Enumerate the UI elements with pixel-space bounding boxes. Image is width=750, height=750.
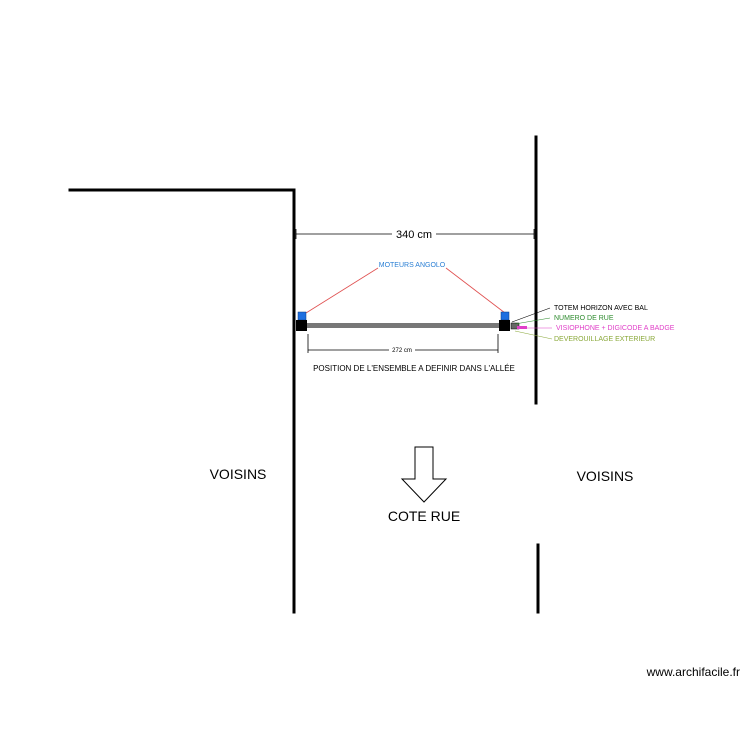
- visiophone-icon: [517, 326, 527, 329]
- dimension-main: 340 cm: [295, 229, 535, 241]
- neighbors-right-label: VOISINS: [577, 468, 634, 484]
- motors-callout: MOTEURS ANGOLO: [305, 262, 506, 314]
- equipment-callouts: TOTEM HORIZON AVEC BAL NUMERO DE RUE VIS…: [511, 305, 675, 343]
- arrow-down-icon: [400, 446, 448, 503]
- totem-label: TOTEM HORIZON AVEC BAL: [554, 305, 648, 312]
- unlock-label: DEVEROUILLAGE EXTERIEUR: [554, 336, 655, 343]
- position-note: POSITION DE L'ENSEMBLE A DEFINIR DANS L'…: [313, 364, 515, 373]
- post-right: [499, 320, 510, 331]
- dimension-main-label: 340 cm: [396, 229, 432, 241]
- motor-left-icon: [297, 311, 307, 321]
- left-wall: [68, 188, 296, 614]
- watermark: www.archifacile.fr: [646, 665, 740, 679]
- gate-assembly: [296, 311, 527, 331]
- neighbors-left-label: VOISINS: [210, 466, 267, 482]
- motor-right-icon: [500, 311, 510, 321]
- motor-leader-left: [305, 267, 379, 314]
- motor-leader-right: [445, 267, 506, 314]
- street-side-label: COTE RUE: [388, 508, 460, 524]
- dimension-gate: 272 cm: [307, 334, 499, 354]
- walls: [68, 135, 540, 614]
- post-left: [296, 320, 307, 331]
- gate-bar: [303, 323, 505, 328]
- visiophone-label: VISIOPHONE + DIGICODE A BADGE: [556, 325, 675, 332]
- motors-label: MOTEURS ANGOLO: [379, 262, 446, 269]
- dimension-gate-label: 272 cm: [392, 348, 412, 354]
- street-number-label: NUMERO DE RUE: [554, 315, 614, 322]
